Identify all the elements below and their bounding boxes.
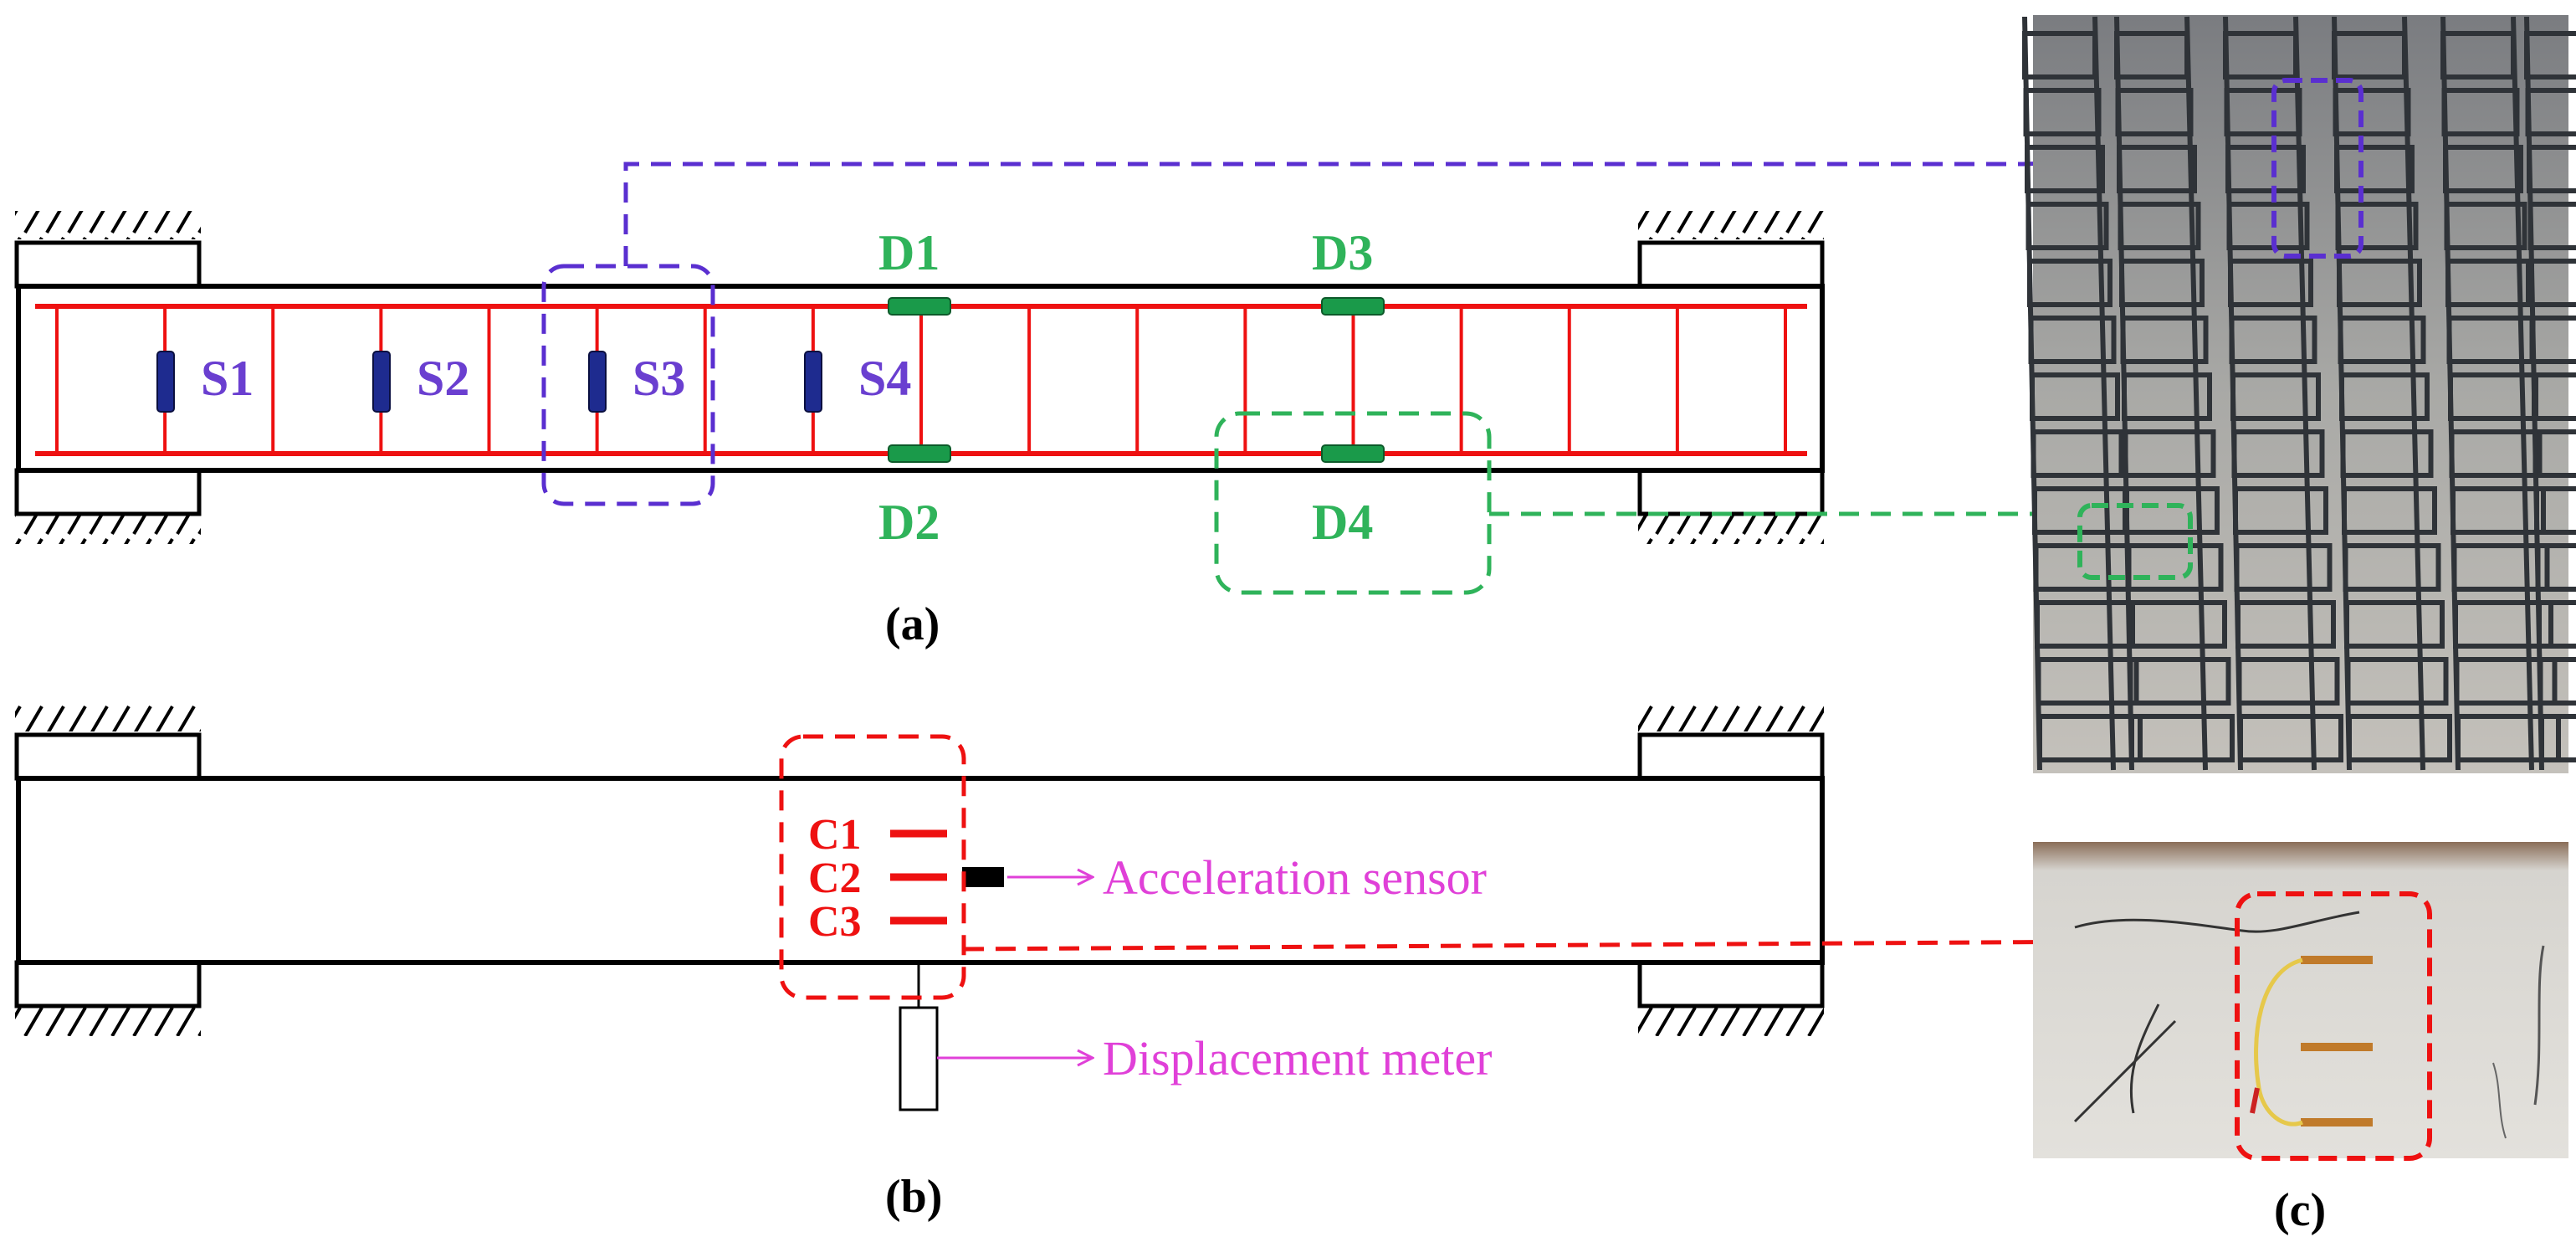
cage-bar: [2402, 16, 2425, 771]
acceleration-sensor: [962, 867, 1004, 887]
cage-bar: [2114, 16, 2134, 771]
label-d1: D1: [878, 225, 940, 280]
highlight-box-s3: [541, 264, 715, 506]
cage-bar: [2022, 16, 2042, 771]
photo-highlight-green: [2077, 503, 2193, 580]
panel-b-beam-diagram: C1 C2 C3 Acceleration sensor Displacemen…: [14, 703, 2236, 1223]
gauge-s3: [588, 351, 607, 413]
caption-a: (a): [885, 598, 940, 650]
cage-bar: [2223, 16, 2243, 771]
leader-line-red: [963, 938, 2236, 952]
label-d2: D2: [878, 495, 940, 550]
beam-outline-b: [16, 776, 1825, 965]
panel-c-photo-rebar-cage: [2022, 15, 2576, 773]
panel-c-photo-concrete-beam: [2033, 842, 2568, 1161]
leader-line-purple: [623, 155, 2210, 266]
label-c1: C1: [808, 811, 862, 859]
cage-bar: [2092, 16, 2116, 771]
label-d4: D4: [1312, 495, 1373, 550]
gauge-s1: [156, 351, 175, 413]
acceleration-label: Acceleration sensor: [1103, 850, 1487, 905]
photo-highlight-red: [2235, 891, 2432, 1161]
right-support-top: [1637, 211, 1825, 289]
cage-bar: [2440, 16, 2461, 771]
left-support-top: [14, 211, 202, 289]
cage-bar: [2184, 16, 2208, 771]
label-s2: S2: [417, 351, 469, 406]
left-support-top-b: [14, 703, 202, 781]
left-support-bottom-b: [14, 960, 202, 1036]
gauge-d3: [1321, 297, 1385, 316]
label-s4: S4: [858, 351, 911, 406]
displacement-label: Displacement meter: [1103, 1031, 1492, 1085]
cage-bar: [2332, 16, 2352, 771]
right-support-bottom-b: [1637, 960, 1825, 1036]
left-support-bottom: [14, 468, 202, 544]
right-support-bottom: [1637, 468, 1825, 544]
right-support-top-b: [1637, 703, 1825, 781]
gauge-d4: [1321, 444, 1385, 463]
highlight-box-c: [779, 734, 966, 1000]
caption-c: (c): [2274, 1184, 2326, 1236]
label-s1: S1: [201, 351, 254, 406]
photo-highlight-purple: [2271, 78, 2363, 259]
caption-b: (b): [885, 1171, 942, 1223]
displacement-meter: [899, 1006, 939, 1111]
label-s3: S3: [632, 351, 685, 406]
gauge-d1: [888, 297, 951, 316]
label-c2: C2: [808, 855, 862, 902]
gauge-s2: [372, 351, 391, 413]
label-c3: C3: [808, 898, 862, 946]
panel-a-beam-diagram: S1 S2 S3 S4 D1 D2 D3 D4 (a): [14, 155, 2210, 650]
label-d3: D3: [1312, 225, 1373, 280]
gauge-d2: [888, 444, 951, 463]
cage-bar: [2524, 16, 2544, 771]
cage-bar: [2511, 16, 2534, 771]
cage-bar: [2293, 16, 2317, 771]
gauge-s4: [804, 351, 822, 413]
highlight-box-d4: [1214, 411, 1492, 595]
